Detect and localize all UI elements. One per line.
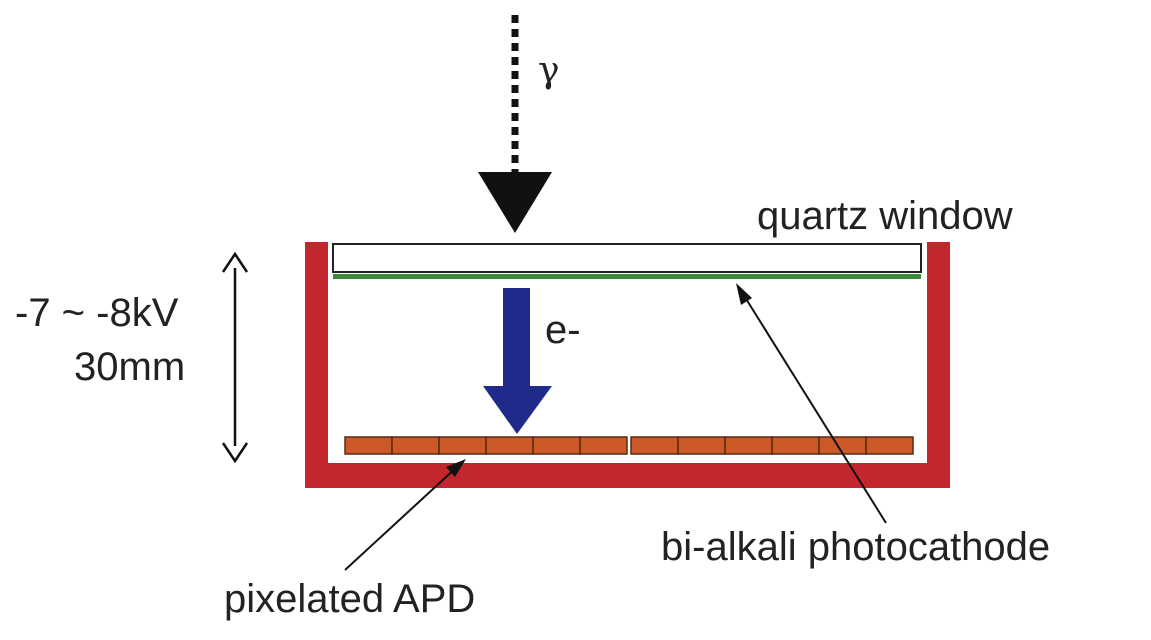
height-double-arrow <box>221 251 249 464</box>
apd-pixel <box>438 436 487 455</box>
apd-pixel <box>532 436 581 455</box>
gamma-label: γ <box>538 50 560 91</box>
apd-pixel <box>818 436 867 455</box>
photocathode-pointer <box>736 283 887 524</box>
detector-housing <box>305 242 950 488</box>
apd-pixel <box>771 436 820 455</box>
apd-pixel <box>344 436 393 455</box>
electron-arrow <box>483 288 552 434</box>
photocathode-layer <box>333 274 921 279</box>
quartz-window <box>332 243 922 273</box>
voltage-label: -7 ~ -8kV <box>15 291 179 335</box>
apd-label: pixelated APD <box>224 577 475 621</box>
gap-label: 30mm <box>74 345 185 389</box>
photocathode-label: bi-alkali photocathode <box>661 525 1050 569</box>
apd-pixel <box>677 436 726 455</box>
apd-pixel <box>865 436 914 455</box>
electron-label: e- <box>545 308 581 352</box>
apd-pixel <box>579 436 628 455</box>
apd-pixel <box>630 436 679 455</box>
gamma-arrow-head <box>478 172 552 233</box>
apd-pixel <box>391 436 440 455</box>
apd-array <box>344 436 914 455</box>
apd-pointer <box>344 459 466 571</box>
apd-pixel <box>724 436 773 455</box>
quartz-window-label: quartz window <box>757 194 1013 238</box>
apd-pixel <box>485 436 534 455</box>
